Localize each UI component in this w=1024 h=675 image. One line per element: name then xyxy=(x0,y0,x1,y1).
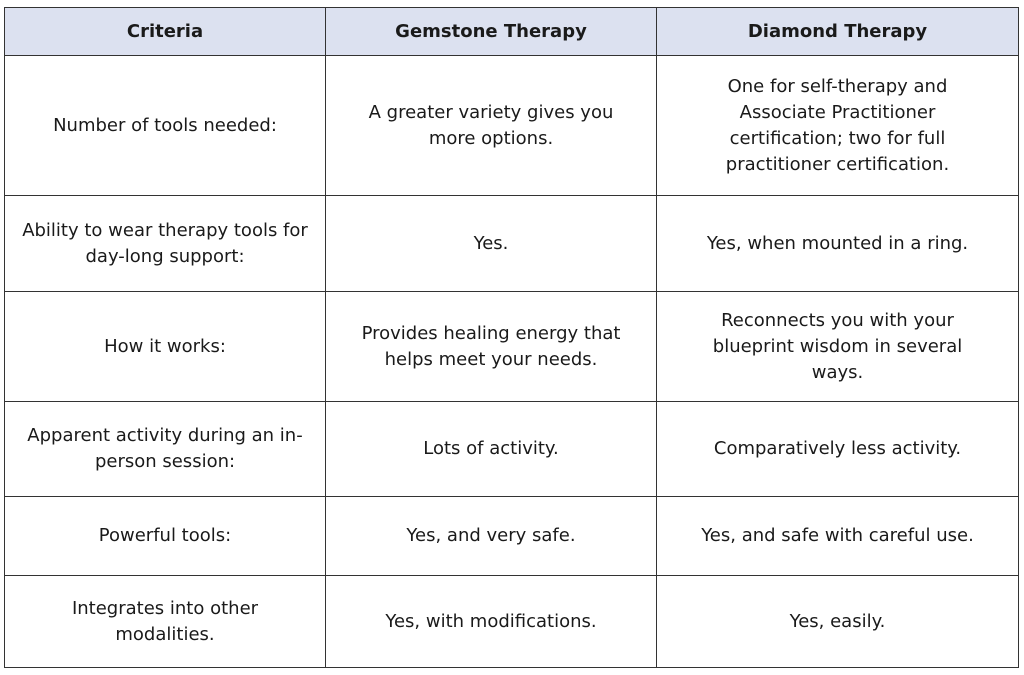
table-row: Number of tools needed: A greater variet… xyxy=(4,55,1019,196)
table-row: Integrates into other modalities. Yes, w… xyxy=(4,575,1019,668)
gemstone-cell: Provides healing energy that helps meet … xyxy=(325,291,657,402)
diamond-cell: Reconnects you with your blueprint wisdo… xyxy=(656,291,1019,402)
criteria-cell: Integrates into other modalities. xyxy=(4,575,326,668)
criteria-cell: Number of tools needed: xyxy=(4,55,326,196)
criteria-cell: Ability to wear therapy tools for day-lo… xyxy=(4,195,326,292)
gemstone-cell: A greater variety gives you more options… xyxy=(325,55,657,196)
gemstone-cell: Lots of activity. xyxy=(325,401,657,497)
gemstone-cell: Yes, with modifications. xyxy=(325,575,657,668)
comparison-table: Criteria Gemstone Therapy Diamond Therap… xyxy=(4,7,1019,668)
gemstone-cell: Yes, and very safe. xyxy=(325,496,657,576)
header-row: Criteria Gemstone Therapy Diamond Therap… xyxy=(4,7,1019,56)
header-diamond-therapy: Diamond Therapy xyxy=(656,7,1019,56)
header-criteria: Criteria xyxy=(4,7,326,56)
diamond-cell: Yes, easily. xyxy=(656,575,1019,668)
diamond-cell: Comparatively less activity. xyxy=(656,401,1019,497)
diamond-cell: Yes, and safe with careful use. xyxy=(656,496,1019,576)
criteria-cell: How it works: xyxy=(4,291,326,402)
criteria-cell: Apparent activity during an in-person se… xyxy=(4,401,326,497)
table-row: How it works: Provides healing energy th… xyxy=(4,291,1019,402)
diamond-cell: One for self-therapy and Associate Pract… xyxy=(656,55,1019,196)
criteria-cell: Powerful tools: xyxy=(4,496,326,576)
table-row: Apparent activity during an in-person se… xyxy=(4,401,1019,497)
gemstone-cell: Yes. xyxy=(325,195,657,292)
table-row: Powerful tools: Yes, and very safe. Yes,… xyxy=(4,496,1019,576)
table-row: Ability to wear therapy tools for day-lo… xyxy=(4,195,1019,292)
diamond-cell: Yes, when mounted in a ring. xyxy=(656,195,1019,292)
header-gemstone-therapy: Gemstone Therapy xyxy=(325,7,657,56)
